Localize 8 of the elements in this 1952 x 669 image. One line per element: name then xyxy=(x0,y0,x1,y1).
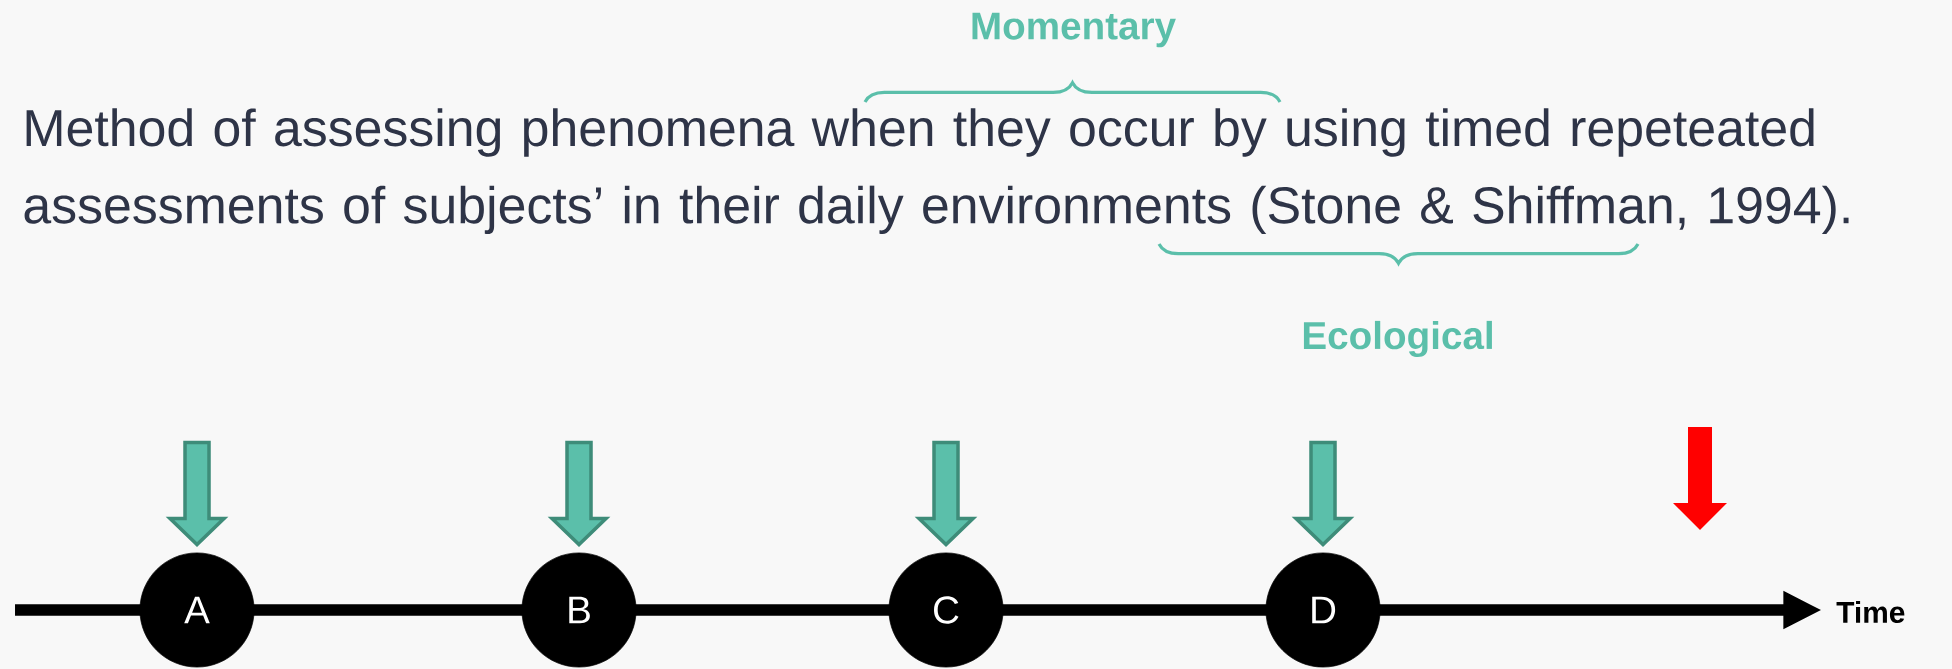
arrow xyxy=(547,440,611,547)
arrow xyxy=(165,440,229,547)
axis-label: Time xyxy=(1836,601,1905,623)
brace-label: Momentary xyxy=(972,12,1176,48)
brace-label: Ecological xyxy=(1303,320,1492,358)
arrow xyxy=(1291,440,1355,547)
arrow xyxy=(914,440,978,547)
definition-text: Method of assessing phenomena when they occur by using timed repeteated assessments of subjects’ in their daily environments (Stone & Shiffman, 1994). xyxy=(24,108,1849,234)
